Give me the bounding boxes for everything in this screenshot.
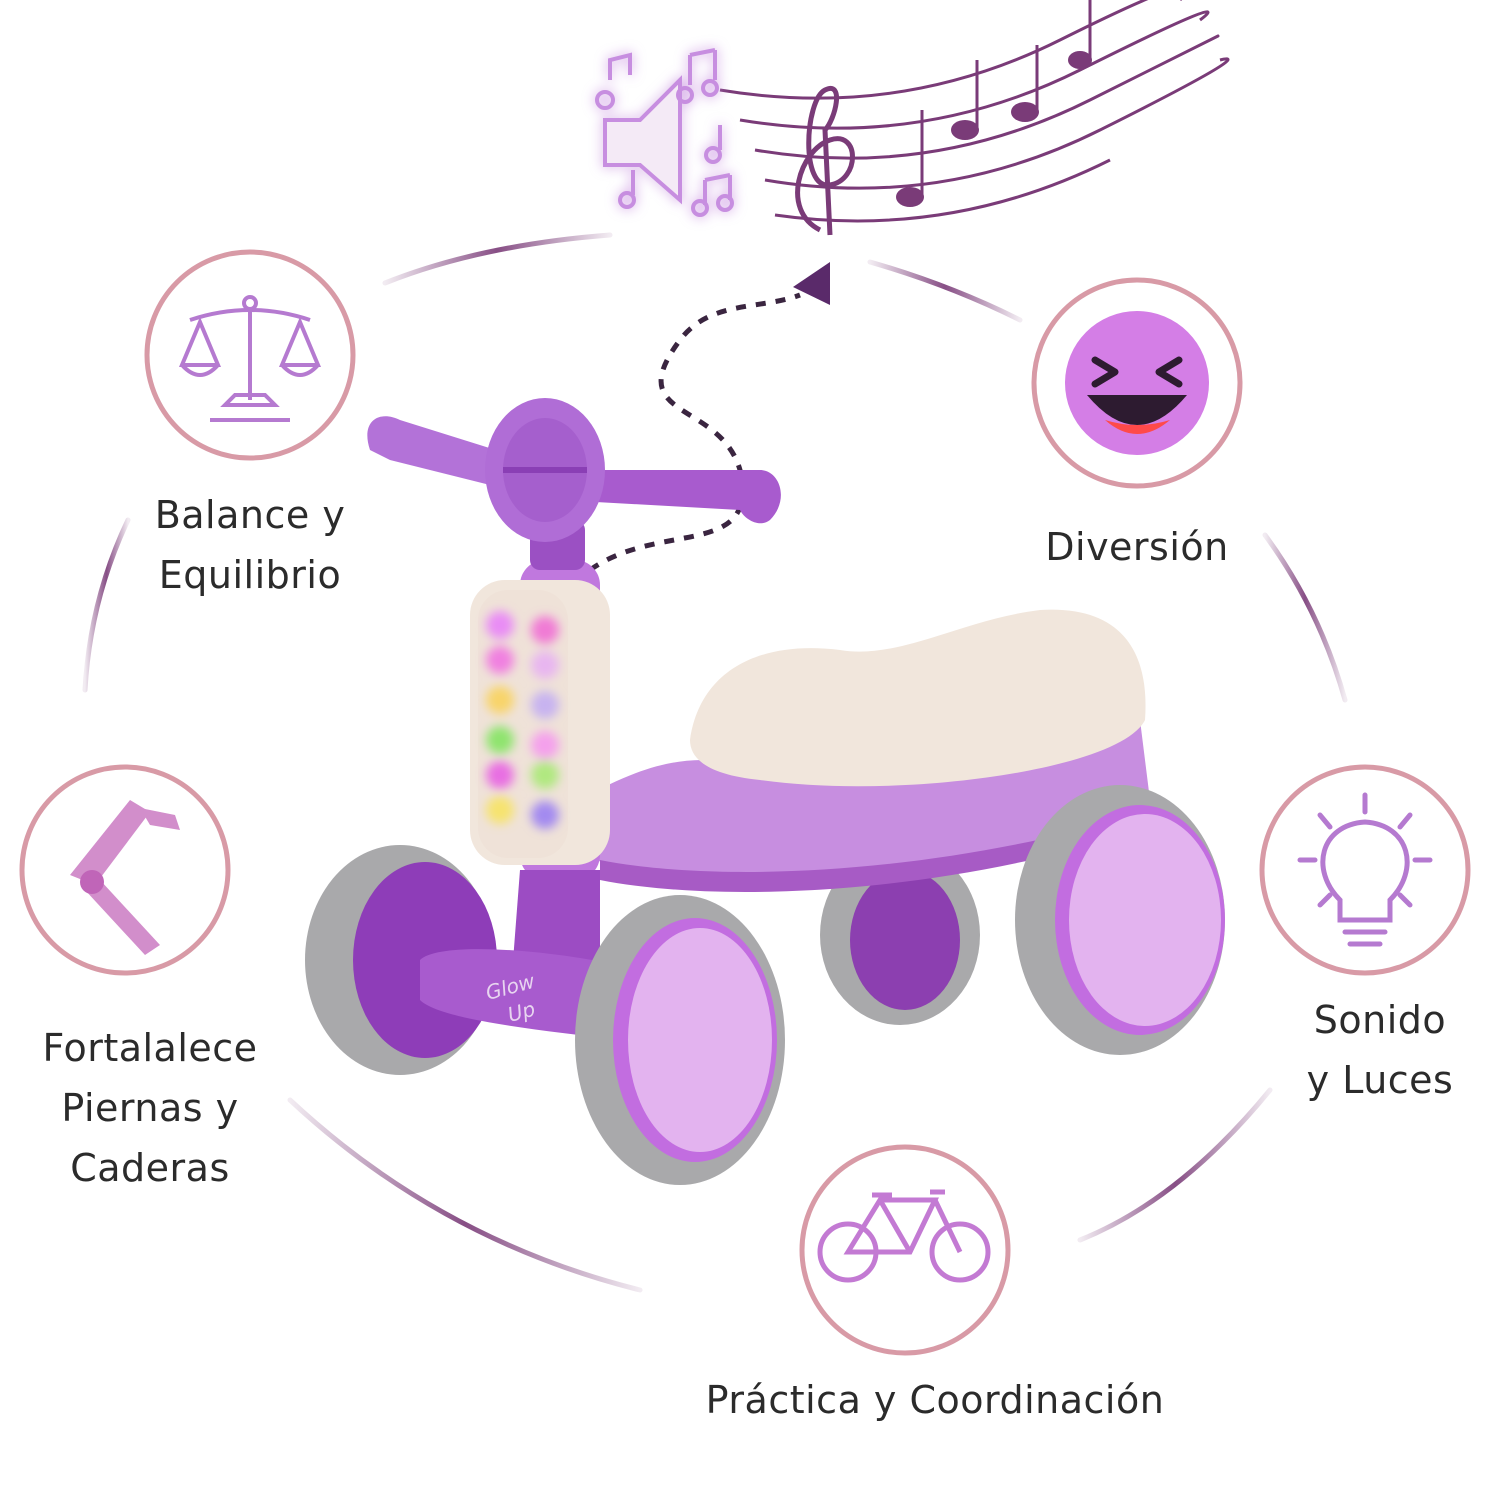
feature-label-balance: Balance y Equilibrio: [140, 485, 360, 605]
balance-bike-image: Glow Up: [305, 398, 1225, 1185]
balance-icon-circle: [144, 249, 356, 461]
feature-label-legs: Fortalalece Piernas y Caderas: [30, 1018, 270, 1198]
feature-label-line: y Luces: [1306, 1058, 1454, 1102]
feature-label-line: Diversión: [1045, 525, 1229, 569]
lightbulb-icon: [1297, 792, 1433, 947]
diversion-icon-circle: [1031, 277, 1243, 489]
feature-label-line: Fortalalece: [42, 1026, 258, 1070]
bicycle-icon: [817, 1189, 991, 1283]
practice-icon-circle: [799, 1144, 1011, 1356]
feature-label-diversion: Diversión: [1032, 517, 1242, 577]
feature-label-line: Piernas y: [61, 1086, 239, 1130]
sound-path-arrow: [588, 262, 830, 573]
feature-label-line: Sonido: [1313, 998, 1447, 1042]
sound-icon-circle: [1259, 764, 1471, 976]
led-lights: [486, 611, 559, 829]
music-staff-icon: [719, 0, 1230, 236]
speaker-icon: [595, 48, 734, 217]
leg-joint-icon: [70, 800, 180, 955]
decorative-ring: [82, 232, 1348, 1293]
legs-icon-circle: [19, 764, 231, 976]
scale-icon: [178, 295, 322, 422]
feature-label-line: Caderas: [70, 1146, 230, 1190]
brand-logo: Glow Up: [483, 969, 538, 1027]
feature-label-sound: Sonido y Luces: [1290, 990, 1470, 1110]
feature-label-line: Equilibrio: [158, 553, 342, 597]
feature-label-practice: Práctica y Coordinación: [640, 1370, 1230, 1430]
feature-label-line: Balance y: [154, 493, 346, 537]
feature-label-line: Práctica y Coordinación: [705, 1378, 1165, 1422]
laughing-emoji-icon: [1065, 311, 1209, 455]
